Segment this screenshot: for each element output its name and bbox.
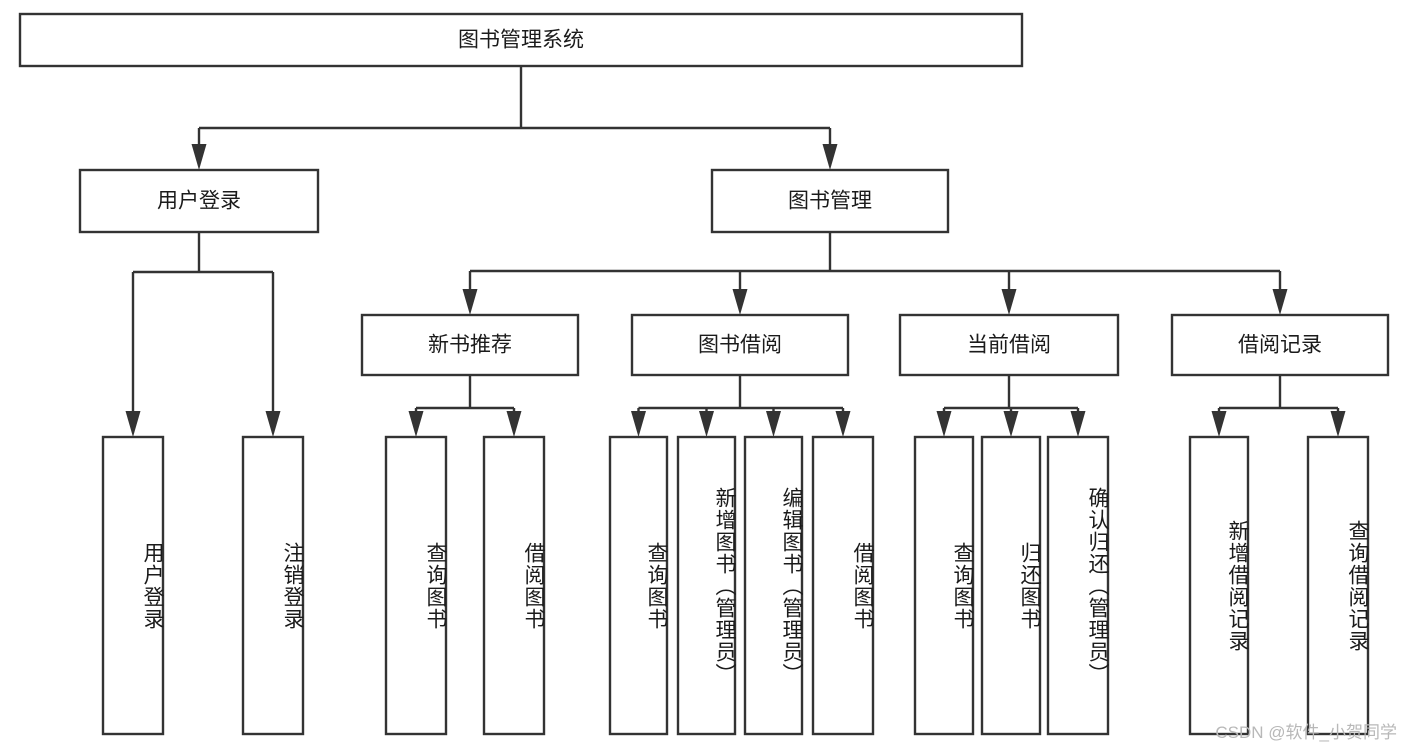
node-l-query-book-b[interactable] [608,435,669,736]
arrow-head-icon [408,411,424,437]
arrow-head-icon [732,289,748,315]
node-l-return-book[interactable] [980,435,1042,736]
node-l-user-logout[interactable] [241,435,305,736]
node-l-add-book[interactable] [676,435,737,736]
node-box[interactable] [1046,435,1110,736]
node-box[interactable] [360,313,580,377]
node-box[interactable] [608,435,669,736]
node-root[interactable]: 图书管理系统 [18,12,1024,68]
node-box[interactable] [482,435,546,736]
arrow-head-icon [822,144,838,170]
node-n-user-login[interactable]: 用户登录 [78,168,320,234]
node-box[interactable] [18,12,1024,68]
arrow-head-icon [191,144,207,170]
arrow-head-icon [1330,411,1346,437]
node-box[interactable] [1170,313,1390,377]
arrow-head-icon [265,411,281,437]
node-box[interactable] [78,168,320,234]
node-n-new-book-rec[interactable]: 新书推荐 [360,313,580,377]
node-box[interactable] [898,313,1120,377]
node-l-user-login[interactable] [101,435,165,736]
arrow-head-icon [1272,289,1288,315]
node-n-book-borrow[interactable]: 图书借阅 [630,313,850,377]
node-box[interactable] [1188,435,1250,736]
node-l-query-book-a[interactable] [384,435,448,736]
node-l-add-record[interactable] [1188,435,1250,736]
arrow-head-icon [1211,411,1227,437]
arrow-head-icon [125,411,141,437]
arrow-head-icon [1070,411,1086,437]
node-label: 当前借阅 [967,334,1051,357]
node-label: 借阅记录 [1238,334,1322,357]
node-label: 用户登录 [157,190,241,213]
arrow-head-icon [835,411,851,437]
node-box[interactable] [676,435,737,736]
arrow-head-icon [1001,289,1017,315]
node-box[interactable] [241,435,305,736]
arrow-head-icon [462,289,478,315]
node-box[interactable] [710,168,950,234]
arrow-head-icon [766,411,781,437]
csdn-watermark: CSDN @软件_小贺同学 [1215,723,1397,742]
node-label: 图书借阅 [698,334,782,357]
node-l-borrow-book-a[interactable] [482,435,546,736]
node-box[interactable] [384,435,448,736]
node-l-edit-book[interactable] [743,435,804,736]
node-box[interactable] [1306,435,1370,736]
node-n-borrow-record[interactable]: 借阅记录 [1170,313,1390,377]
arrow-head-icon [631,411,646,437]
arrow-head-icon [936,411,952,437]
node-n-book-mgmt[interactable]: 图书管理 [710,168,950,234]
node-label: 新书推荐 [428,334,512,357]
node-l-confirm-return[interactable] [1046,435,1110,736]
node-l-borrow-book-b[interactable] [811,435,875,736]
arrow-head-icon [1003,411,1019,437]
node-l-query-record[interactable] [1306,435,1370,736]
arrow-head-icon [506,411,522,437]
node-n-current-borrow[interactable]: 当前借阅 [898,313,1120,377]
arrow-head-icon [699,411,714,437]
node-box[interactable] [913,435,975,736]
node-box[interactable] [980,435,1042,736]
connector-layer [125,66,1346,437]
node-box[interactable] [630,313,850,377]
node-label: 图书管理 [788,190,872,213]
node-l-query-book-c[interactable] [913,435,975,736]
node-box[interactable] [811,435,875,736]
node-box[interactable] [101,435,165,736]
node-label: 图书管理系统 [458,29,584,52]
node-box[interactable] [743,435,804,736]
